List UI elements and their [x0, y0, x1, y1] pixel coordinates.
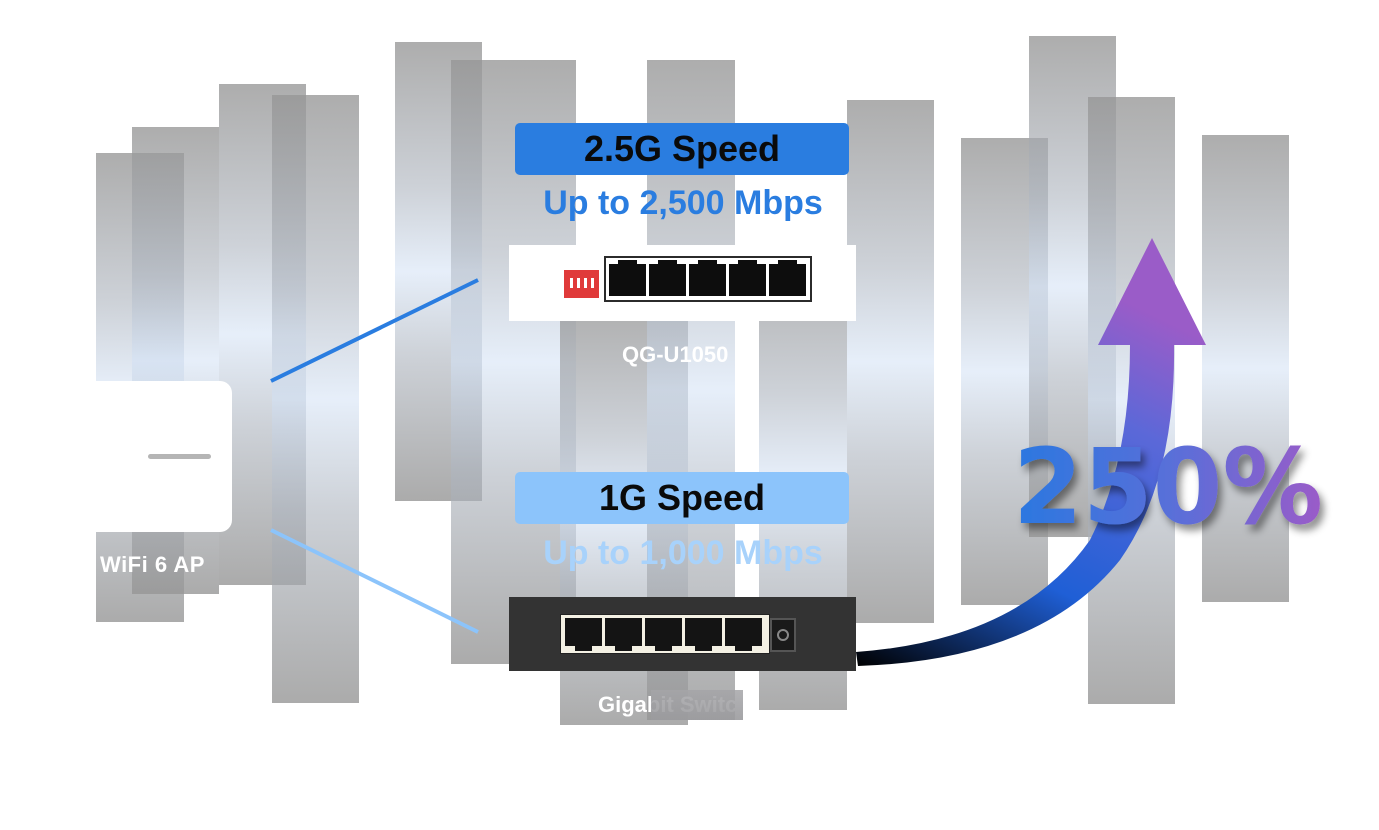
ethernet-port-icon	[685, 618, 722, 651]
dip-switch-icon	[564, 270, 599, 298]
ethernet-port-icon	[645, 618, 682, 651]
ap-led-indicator	[148, 454, 211, 459]
increase-value: 250%	[1013, 426, 1323, 548]
ethernet-port-icon	[605, 618, 642, 651]
link-line-1g	[270, 528, 479, 634]
ethernet-port-icon	[689, 260, 726, 296]
ethernet-port-icon	[729, 260, 766, 296]
ethernet-port-icon	[565, 618, 602, 651]
ethernet-port-icon	[649, 260, 686, 296]
background-bar	[272, 95, 359, 703]
ethernet-port-icon	[769, 260, 806, 296]
overlapping-bar-fragment	[651, 690, 743, 720]
speed-detail-2g5: Up to 2,500 Mbps	[543, 184, 823, 222]
background-bar	[847, 100, 934, 623]
background-bar	[1202, 135, 1289, 602]
power-jack-icon	[770, 618, 796, 652]
speed-badge-1g: 1G Speed	[515, 472, 849, 524]
ethernet-port-icon	[725, 618, 762, 651]
model-label-2g5: QG-U1050	[622, 342, 729, 367]
speed-badge-2g5: 2.5G Speed	[515, 123, 849, 175]
ethernet-port-icon	[609, 260, 646, 296]
ap-label: WiFi 6 AP	[100, 552, 205, 577]
speed-detail-1g: Up to 1,000 Mbps	[543, 534, 823, 572]
link-line-2g5	[270, 278, 479, 383]
